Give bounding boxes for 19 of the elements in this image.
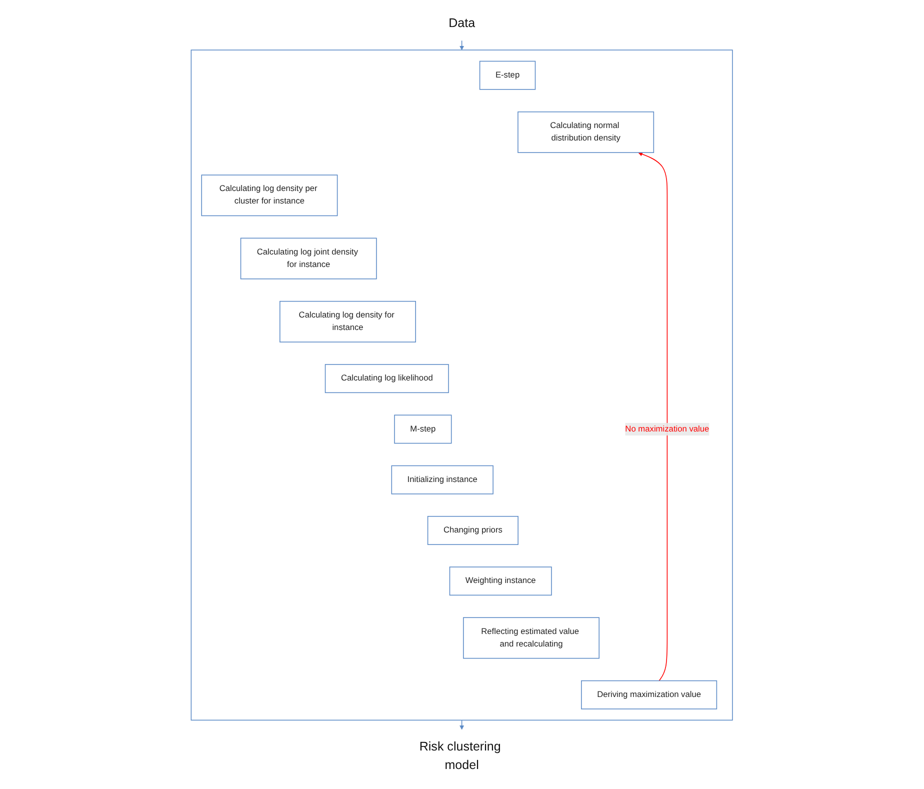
node-box: Calculating log density per cluster for instance bbox=[201, 174, 338, 216]
node-box: Changing priors bbox=[428, 516, 519, 545]
node-box: Calculating log likelihood bbox=[325, 364, 450, 394]
node-box: Calculating log density for instance bbox=[280, 300, 416, 342]
node-box: Calculating log joint density for instance bbox=[240, 238, 378, 280]
arrow bbox=[638, 152, 668, 682]
node-text: Risk clustering model bbox=[420, 739, 501, 772]
node-box: Reflecting estimated value and recalculating bbox=[463, 617, 600, 659]
node-box: M-step bbox=[394, 414, 452, 444]
node-text: Data bbox=[448, 16, 476, 30]
node-box: Weighting instance bbox=[450, 566, 552, 596]
cluster bbox=[190, 50, 734, 721]
node-box: E-step bbox=[480, 60, 536, 90]
node-box: Deriving maximization value bbox=[581, 680, 718, 710]
node-box: Initializing instance bbox=[391, 465, 494, 494]
edge-label: No maximization value bbox=[625, 424, 710, 434]
node-box: Calculating normal distribution density bbox=[518, 111, 654, 153]
arrow bbox=[460, 40, 464, 50]
arrow bbox=[460, 720, 464, 730]
